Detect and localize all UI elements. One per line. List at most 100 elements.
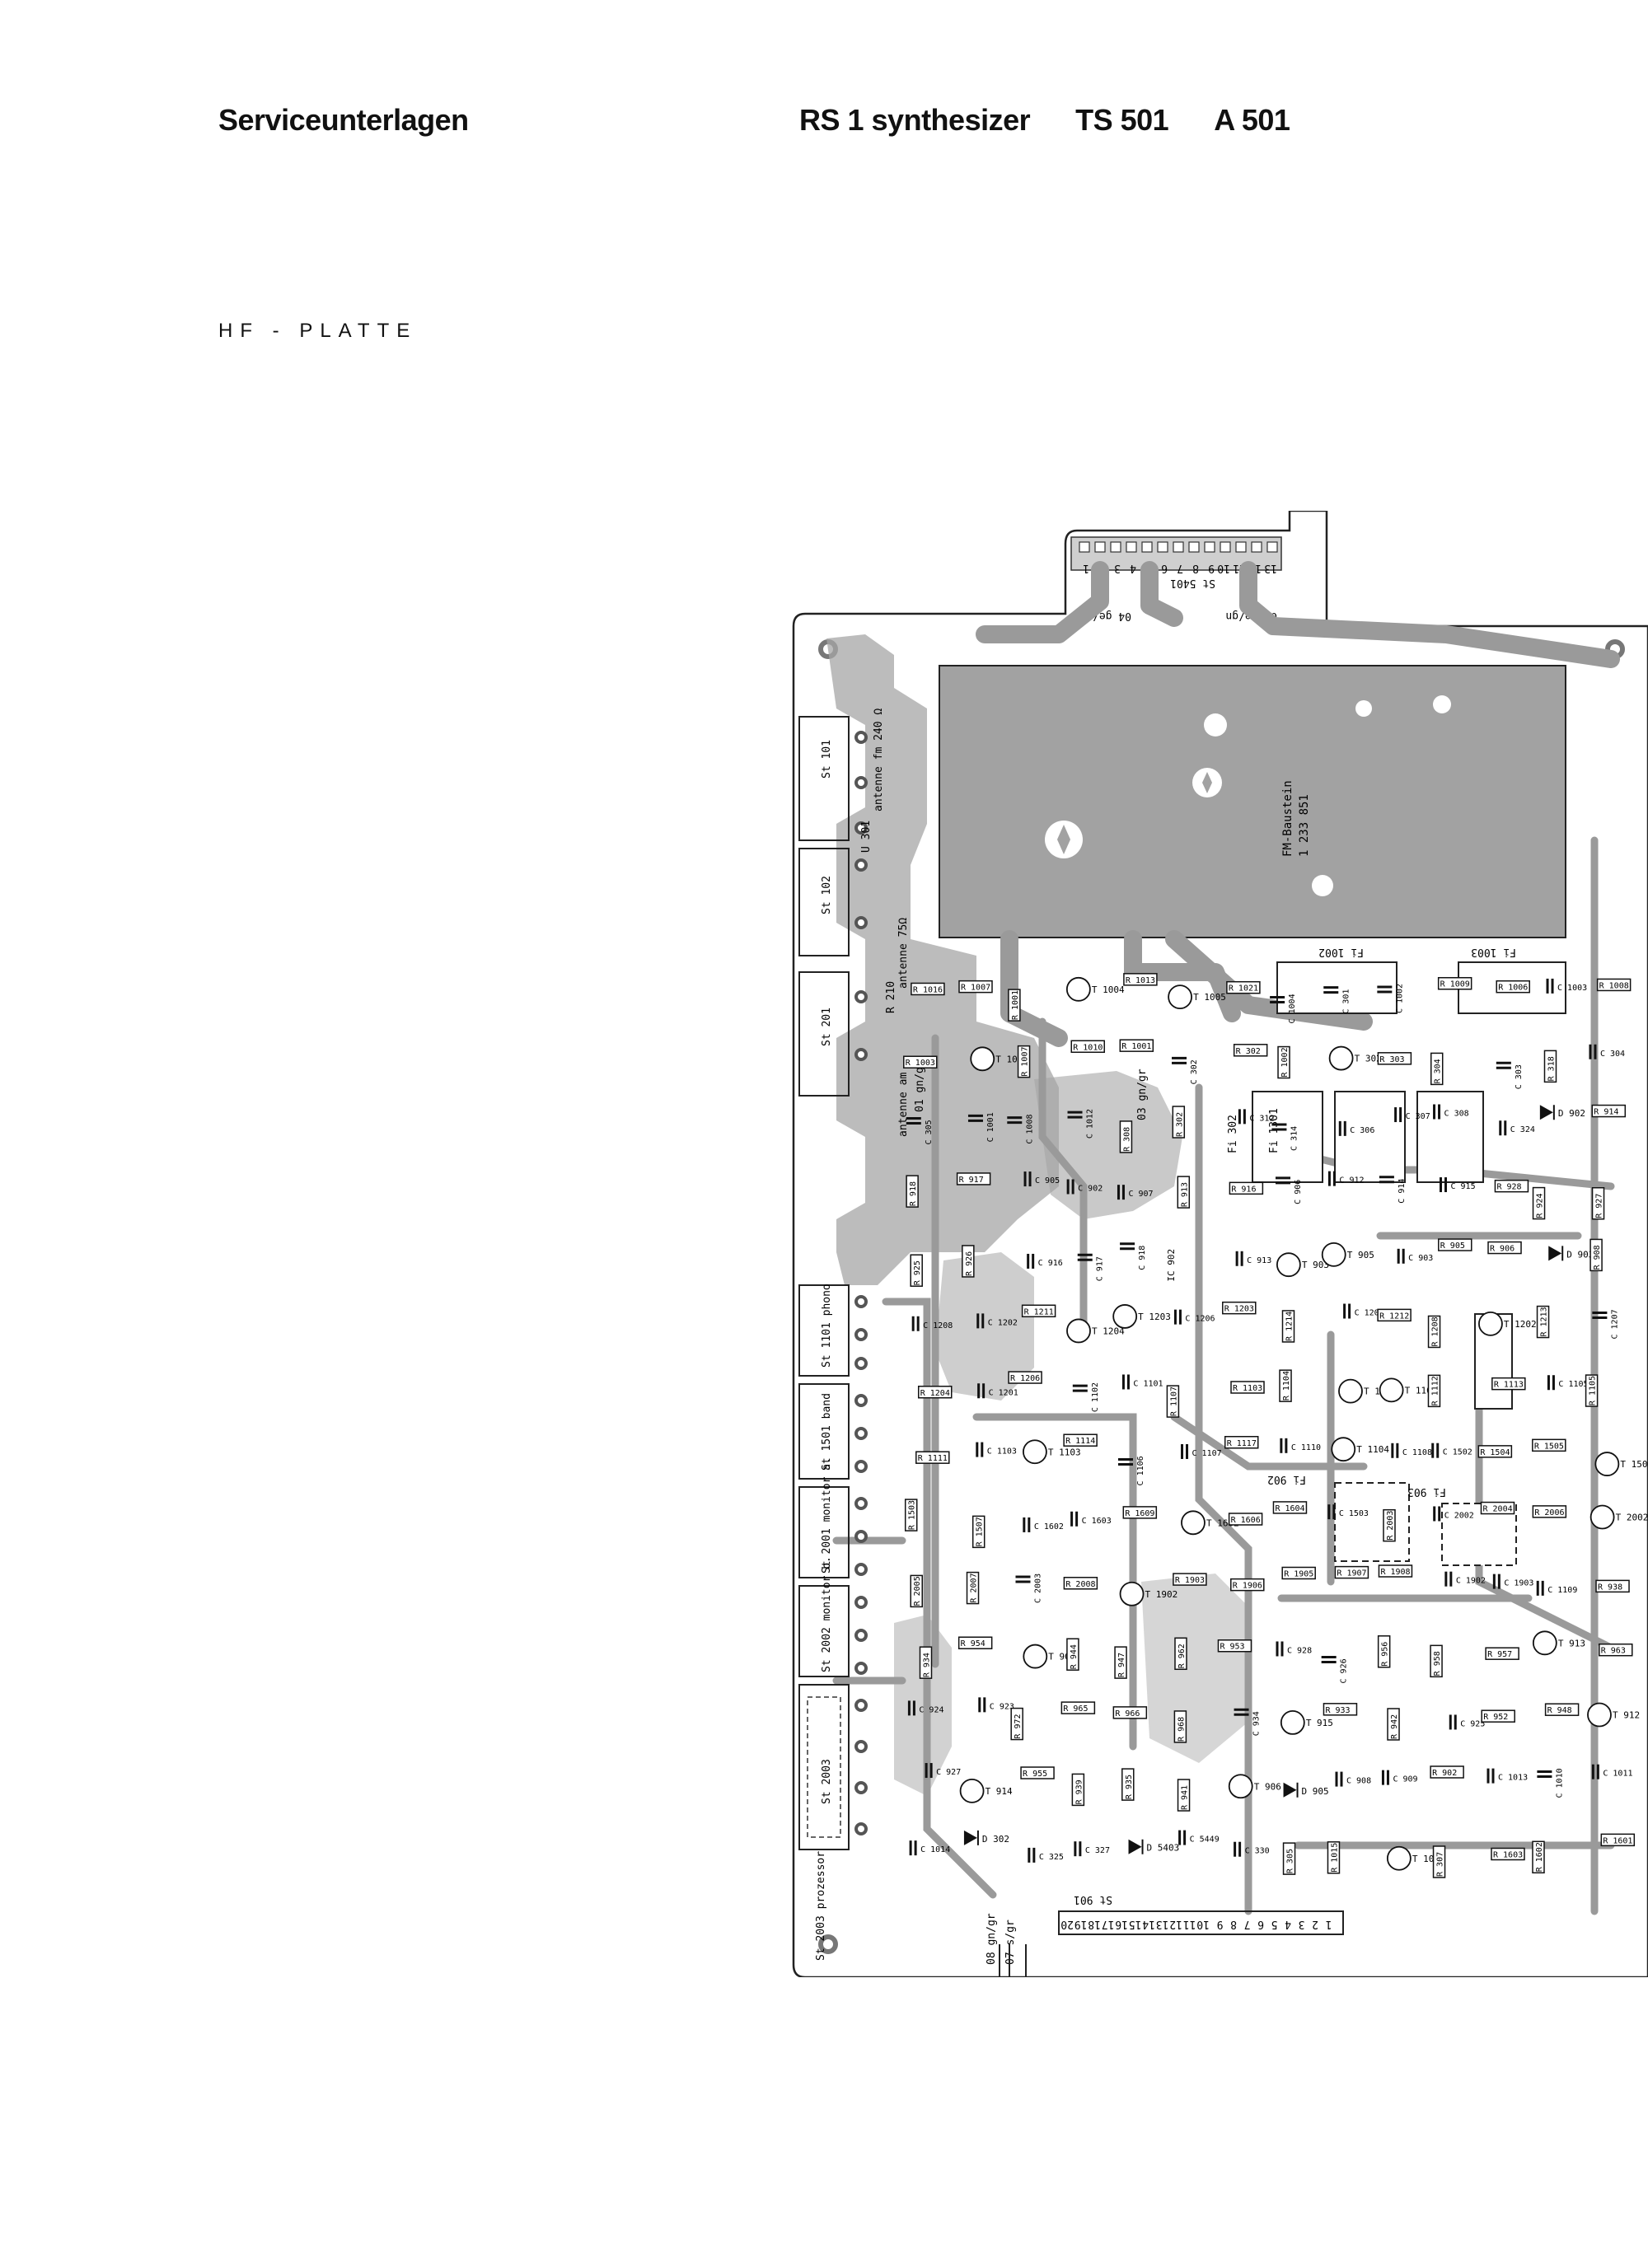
component: R 1908 <box>1378 1564 1413 1578</box>
component-label: R 1203 <box>1224 1305 1254 1314</box>
component: R 1009 <box>1437 976 1472 990</box>
component-label: R 1212 <box>1379 1312 1409 1321</box>
transistor-symbol <box>1023 1439 1047 1465</box>
component-label: R 1114 <box>1065 1437 1095 1446</box>
component: R 914 <box>1591 1104 1627 1118</box>
component: R 1015 <box>1327 1841 1341 1874</box>
wire-label-08: 08 gn/gr <box>986 1913 998 1965</box>
component: T 1203 <box>1112 1304 1171 1329</box>
component-label: C 1106 <box>1136 1456 1145 1485</box>
component: R 1001 <box>1008 989 1021 1022</box>
component: R 952 <box>1481 1709 1515 1723</box>
component: R 2007 <box>966 1571 980 1605</box>
component: R 958 <box>1430 1644 1443 1678</box>
component-label: R 2005 <box>913 1576 922 1606</box>
component-label: C 303 <box>1515 1064 1524 1089</box>
component: R 1117 <box>1224 1436 1259 1449</box>
component-label: R 953 <box>1220 1643 1244 1652</box>
component: T 1104 <box>1331 1437 1389 1462</box>
component: R 925 <box>910 1254 923 1287</box>
component-label: R 1016 <box>913 985 943 994</box>
component-label: R 308 <box>1122 1127 1131 1152</box>
component-label: R 305 <box>1286 1849 1295 1873</box>
resistor-symbol <box>966 1571 980 1605</box>
transistor-symbol <box>1338 1378 1363 1404</box>
component: C 1001 <box>967 1112 995 1142</box>
component-label: C 1208 <box>923 1321 953 1330</box>
resistor-symbol <box>1491 1847 1525 1861</box>
bottom-pin-number: 4 <box>1285 1918 1291 1930</box>
component: C 1207 <box>1592 1309 1619 1340</box>
mounting-hole <box>818 1934 838 1954</box>
component-label: R 1006 <box>1498 984 1528 993</box>
connector-pin-number: 7 <box>1177 562 1183 574</box>
resistor-symbol <box>1122 1506 1158 1519</box>
component-label: C 1003 <box>1557 984 1587 993</box>
connector-pin-number: 3 <box>1114 562 1121 574</box>
resistor-symbol <box>1279 1369 1292 1402</box>
component: R 303 <box>1377 1052 1412 1065</box>
component: R 1111 <box>915 1451 950 1464</box>
component-label: IC 902 <box>1166 1249 1177 1282</box>
component-label: R 1213 <box>1540 1307 1549 1336</box>
resistor-symbol <box>1226 980 1261 994</box>
component-label: C 312 <box>1249 1114 1274 1123</box>
component: C 303 <box>1496 1061 1524 1089</box>
transistor-symbol <box>1386 1845 1412 1871</box>
label-u301: U 301 <box>860 821 873 853</box>
component-label: C 1206 <box>1185 1315 1215 1324</box>
jack-st101 <box>798 716 850 841</box>
bottom-pin-number: 10 <box>1196 1918 1210 1930</box>
component-label: R 1204 <box>920 1389 950 1398</box>
component: IC 902 <box>1166 1249 1177 1282</box>
component-label: R 955 <box>1023 1770 1047 1779</box>
component: R 1609 <box>1122 1506 1158 1519</box>
component: C 1101 <box>1121 1374 1163 1390</box>
resistor-symbol <box>1010 1707 1023 1741</box>
component: R 2008 <box>1063 1577 1098 1590</box>
component-label: R 927 <box>1595 1194 1604 1218</box>
resistor-symbol <box>910 1574 923 1608</box>
resistor-symbol <box>1229 1181 1264 1195</box>
resistor-symbol <box>1008 1371 1042 1384</box>
resistor-symbol <box>917 1386 953 1399</box>
component: R 1601 <box>1600 1833 1636 1847</box>
component-label: R 1507 <box>976 1517 985 1546</box>
component-label: R 2006 <box>1534 1508 1564 1517</box>
component-label: R 1113 <box>1494 1381 1524 1390</box>
connector-pin-number: 4 <box>1130 562 1136 574</box>
bottom-pin-number: 15 <box>1129 1918 1142 1930</box>
component: C 918 <box>1120 1242 1147 1270</box>
component-label: C 1202 <box>988 1318 1018 1327</box>
label-r210: R 210 <box>885 981 897 1013</box>
module-pad <box>1355 700 1372 717</box>
connector-pin-number: 1 <box>1083 562 1089 574</box>
component: R 1204 <box>917 1386 953 1399</box>
component-label: C 1012 <box>1086 1109 1095 1139</box>
connector-pin-number: 6 <box>1161 562 1168 574</box>
component: C 1205 <box>1343 1303 1384 1319</box>
component-label: C 912 <box>1339 1176 1364 1185</box>
resistor-symbol <box>1532 1438 1566 1452</box>
resistor-symbol <box>1071 1773 1085 1807</box>
component: C 1003 <box>1546 978 1587 994</box>
component: R 924 <box>1532 1186 1546 1220</box>
component: C 314 <box>1271 1123 1299 1151</box>
component-label: R 908 <box>1593 1245 1602 1270</box>
model-name: RS 1 synthesizer <box>799 103 1031 137</box>
component-label: C 314 <box>1290 1126 1299 1151</box>
resistor-symbol <box>1427 1374 1441 1408</box>
component-label: C 914 <box>1398 1179 1407 1204</box>
component-label: R 963 <box>1601 1647 1626 1656</box>
resistor-symbol <box>958 980 993 994</box>
jack-st102 <box>798 848 850 956</box>
component: R 927 <box>1591 1187 1605 1220</box>
component-label: R 1214 <box>1285 1312 1294 1341</box>
transistor-symbol <box>1280 1710 1305 1735</box>
component: R 1905 <box>1281 1566 1316 1580</box>
component-label: R 917 <box>959 1176 984 1185</box>
bottom-pin-number: 12 <box>1169 1918 1182 1930</box>
component: D 302 <box>963 1830 1009 1845</box>
component-label: C 305 <box>925 1120 934 1144</box>
resistor-symbol <box>1020 1766 1055 1779</box>
